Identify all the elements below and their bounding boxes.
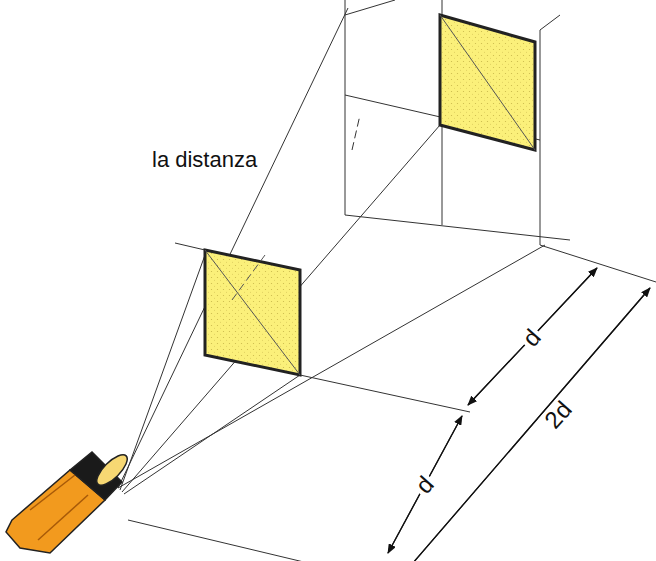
- dimension-label: d: [410, 470, 441, 500]
- caption-text: la distanza: [152, 149, 257, 171]
- dimension-label: 2d: [538, 395, 578, 435]
